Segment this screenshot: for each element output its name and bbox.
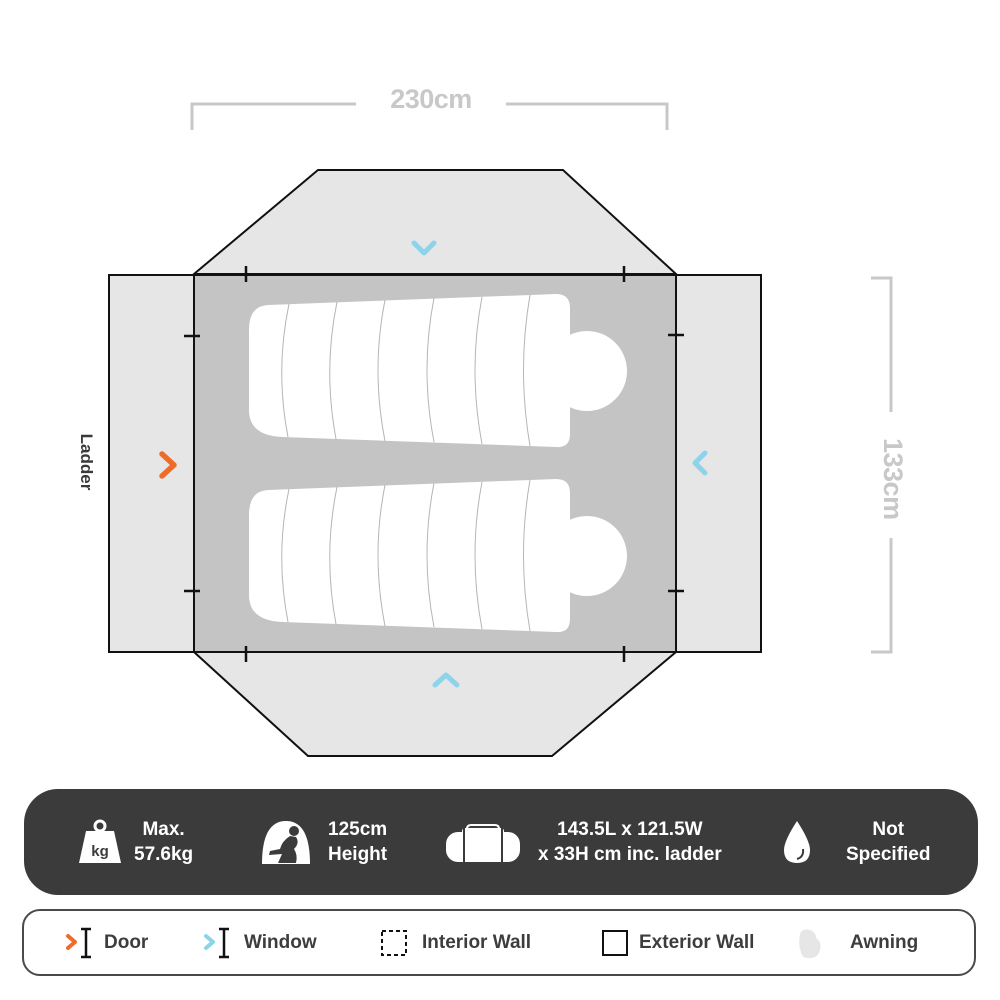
legend-awning: Awning: [794, 911, 918, 974]
weight-line1: Max.: [142, 819, 185, 840]
height-line1: 125cm: [328, 819, 388, 840]
awning-bottom: [191, 651, 679, 757]
svg-text:kg: kg: [91, 843, 109, 860]
sitting-person-icon: [262, 821, 310, 864]
awning-right: [675, 274, 762, 653]
packed-size-line2: x 33H cm inc. ladder: [538, 844, 722, 865]
awning-left: [108, 274, 195, 653]
window-legend-icon: [204, 927, 229, 958]
packed-size-line1: 143.5L x 121.5W: [557, 819, 703, 840]
specs-bar: kg Max. 57.6kg 125cm Height 143.5L x 121…: [24, 789, 978, 895]
legend: Door Window Interior Wall Exterior Wall …: [22, 909, 976, 976]
waterproof-line1: Not: [872, 819, 905, 840]
legend-interior-wall-label: Interior Wall: [422, 931, 532, 953]
legend-exterior-wall: Exterior Wall: [601, 911, 754, 974]
floor-plan-drawing: [108, 102, 893, 757]
water-drop-icon: [784, 821, 810, 863]
sleeping-bag-1: [249, 294, 627, 448]
legend-window-label: Window: [244, 931, 317, 953]
duffel-bag-icon: [446, 821, 520, 862]
weight-kg-icon: kg: [79, 819, 121, 863]
tent-floor-plan: 230cm 133cm Ladder: [77, 84, 908, 757]
door-legend-icon: [66, 927, 91, 958]
spec-waterproof: Not Specified: [782, 789, 930, 895]
awning-top: [191, 169, 679, 275]
window-marker-right-icon: [692, 450, 708, 476]
height-dimension-label: 133cm: [878, 438, 908, 520]
weight-line2: 57.6kg: [134, 844, 194, 865]
legend-exterior-wall-label: Exterior Wall: [639, 931, 755, 953]
height-line2: Height: [328, 844, 388, 865]
spec-height: 125cm Height: [260, 789, 387, 895]
spec-packed-size: 143.5L x 121.5W x 33H cm inc. ladder: [444, 789, 722, 895]
sleeping-bag-2: [249, 479, 627, 633]
window-marker-top-icon: [411, 240, 437, 256]
window-marker-bottom-icon: [432, 672, 460, 688]
interior-wall-legend-icon: [381, 929, 407, 956]
spec-weight: kg Max. 57.6kg: [78, 789, 193, 895]
waterproof-line2: Specified: [846, 844, 931, 865]
awning-legend-icon: [799, 929, 821, 958]
width-dimension-line: [190, 102, 669, 130]
legend-door-label: Door: [104, 931, 149, 953]
legend-awning-label: Awning: [850, 931, 919, 953]
legend-interior-wall: Interior Wall: [380, 911, 531, 974]
ladder-label: Ladder: [77, 433, 96, 491]
door-marker-icon: [159, 451, 177, 479]
legend-door: Door: [64, 911, 148, 974]
wall-tick-marks: [184, 266, 684, 662]
exterior-wall-legend-icon: [602, 929, 628, 956]
width-dimension-label: 230cm: [356, 84, 506, 115]
legend-window: Window: [202, 911, 317, 974]
height-dimension-line: [871, 276, 893, 654]
